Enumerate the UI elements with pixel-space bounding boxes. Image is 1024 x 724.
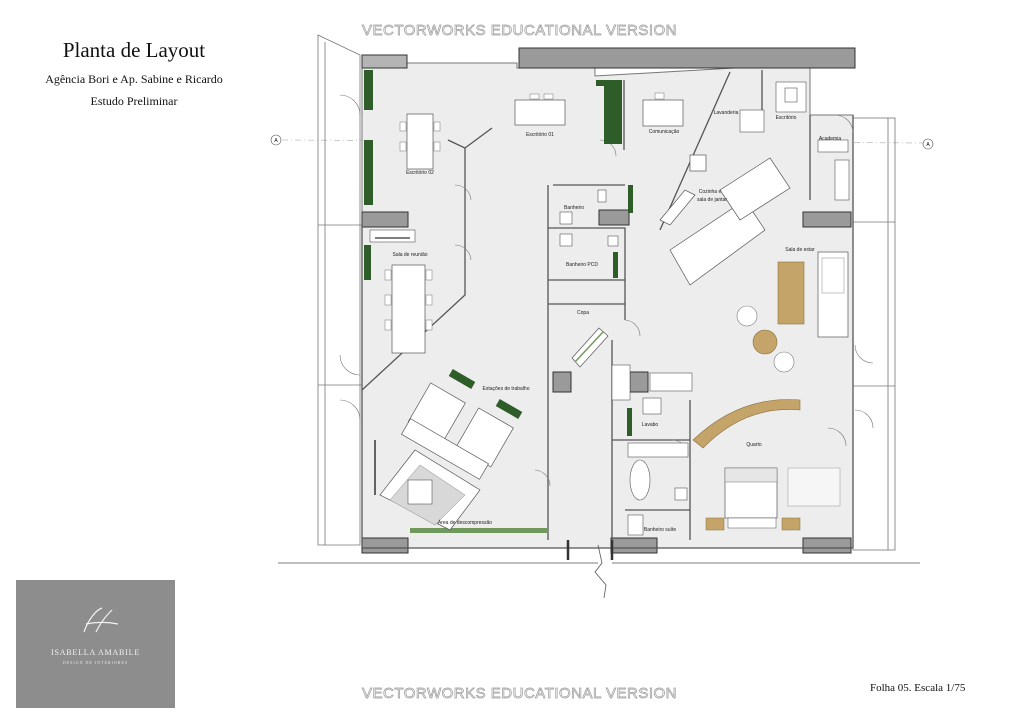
label-escritorio-01: Escritório 01 [526, 132, 554, 138]
kitchen-island [659, 154, 791, 286]
monogram-icon [83, 607, 119, 633]
bedroom-furniture [692, 399, 841, 531]
desk-comunicacao [642, 92, 684, 127]
break-line [594, 544, 607, 599]
label-banheiro-suite: Banheiro suíte [644, 527, 676, 533]
planters [364, 70, 633, 436]
top-wall-block [518, 47, 856, 69]
sheet-info: Folha 05. Escala 1/75 [870, 682, 966, 694]
plan-stage: Estudo Preliminar [90, 94, 178, 108]
rug-workspace [389, 464, 466, 526]
watermark-bottom: VECTORWORKS EDUCATIONAL VERSION [362, 685, 677, 703]
section-marker-right: A [922, 138, 934, 150]
living-room-furniture [736, 251, 849, 373]
svg-text:A: A [926, 142, 930, 148]
label-lavanderia: Lavanderia [714, 110, 739, 116]
wall-pillar [361, 54, 408, 69]
meeting-table [384, 264, 433, 354]
label-escritorio: Escritório [776, 115, 797, 121]
designer-logo: ISABELLA AMABILE DESIGN DE INTERIORES [16, 580, 175, 708]
plan-subtitle: Agência Bori e Ap. Sabine e Ricardo [45, 72, 223, 86]
decompression-planter [410, 528, 548, 533]
label-sala-reuniao: Sala de reunião [392, 252, 427, 258]
facade-frames [317, 34, 896, 551]
plan-title: Planta de Layout [62, 38, 206, 62]
door-swings [339, 94, 874, 487]
logo-tagline: DESIGN DE INTERIORES [62, 660, 129, 665]
copa-counter [571, 327, 609, 368]
label-estacoes: Estações de trabalho [483, 386, 530, 392]
academia-equipment [817, 139, 850, 201]
label-lavabo: Lavabo [642, 422, 659, 428]
banheiro-fixtures [559, 189, 619, 247]
bathroom-suite-fixtures [611, 364, 693, 536]
svg-text:A: A [274, 138, 278, 144]
label-descompressao: Área de descompressão [438, 519, 492, 526]
desk-escritorio-01 [514, 93, 566, 126]
label-banheiro: Banheiro [564, 205, 584, 211]
logo-name: ISABELLA AMABILE [50, 648, 141, 657]
label-sala-estar: Sala de estar [785, 247, 815, 253]
lavanderia-fixtures [739, 81, 807, 133]
label-academia: Academia [819, 136, 841, 142]
meeting-credenza [369, 229, 416, 243]
section-marker-left: A [270, 134, 282, 146]
label-quarto: Quarto [746, 442, 762, 448]
watermark-top: VECTORWORKS EDUCATIONAL VERSION [362, 22, 677, 40]
label-banheiro-pcd: Banheiro PCD [566, 262, 598, 268]
label-copa: Copa [577, 310, 589, 316]
label-sala-jantar: sala de jantar [697, 197, 727, 203]
label-cozinha: Cozinha e [699, 189, 722, 195]
label-comunicacao: Comunicação [649, 129, 680, 135]
label-escritorio-02: Escritório 02 [406, 170, 434, 176]
structural-columns [361, 209, 852, 554]
desk-escritorio-02 [399, 113, 441, 170]
